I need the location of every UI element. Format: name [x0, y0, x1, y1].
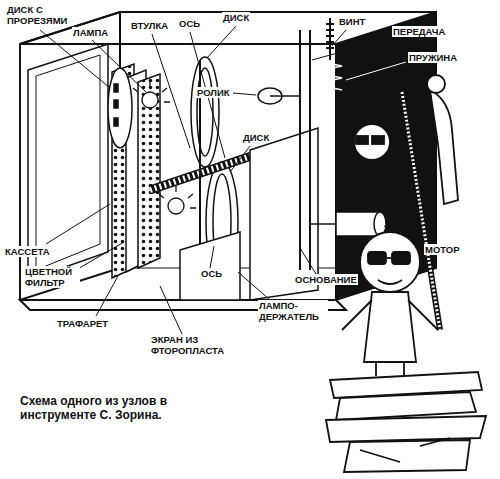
- part-label: ДИСК: [242, 132, 270, 143]
- part-label: ВИНТ: [338, 16, 366, 27]
- part-label: ДИСК С ПРОРЕЗЯМИ: [6, 4, 74, 26]
- part-label: МОТОР: [424, 244, 461, 255]
- lamps: [133, 80, 196, 214]
- part-label: РОЛИК: [196, 87, 231, 98]
- cabinet: [20, 12, 436, 310]
- part-label: ОСЬ: [200, 268, 223, 279]
- part-label: ВТУЛКА: [130, 20, 169, 31]
- part-label: ЭКРАН ИЗ ФТОРОПЛАСТА: [150, 334, 236, 356]
- leader-lines: [40, 26, 422, 334]
- part-label: ЛАМПА: [72, 27, 109, 38]
- part-label: ДИСК: [222, 12, 250, 23]
- part-label: ЛАМПО- ДЕРЖАТЕЛЬ: [258, 300, 328, 322]
- base-boards: [180, 88, 318, 300]
- motor: [310, 212, 386, 236]
- caption: Схема одного из узлов в инструменте С. З…: [20, 394, 198, 422]
- part-label: ЦВЕТНОЙ ФИЛЬТР: [24, 266, 80, 288]
- part-label: ТРАФАРЕТ: [56, 318, 109, 329]
- part-label: КАССЕТА: [4, 246, 51, 257]
- part-label: ОСЬ: [178, 18, 201, 29]
- part-label: ПЕРЕДАЧА: [392, 26, 446, 37]
- part-label: ОСНОВАНИЕ: [294, 274, 358, 285]
- part-label: ПРУЖИНА: [408, 52, 458, 63]
